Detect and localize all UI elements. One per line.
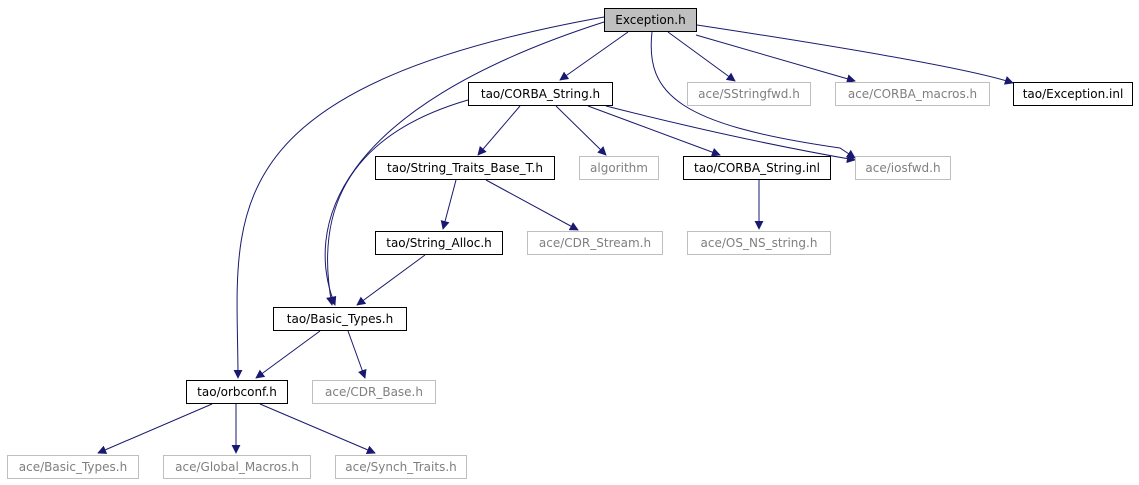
node-tao-corba-string-h[interactable]: tao/CORBA_String.h — [468, 82, 613, 106]
edge-basic-types-h-to-orbconf-h — [255, 330, 321, 379]
node-tao-string-alloc-h[interactable]: tao/String_Alloc.h — [375, 231, 503, 255]
node-ace-cdr-base-h: ace/CDR_Base.h — [312, 380, 436, 404]
node-ace-iosfwd-h: ace/iosfwd.h — [855, 156, 951, 180]
node-tao-orbconf-h[interactable]: tao/orbconf.h — [186, 380, 288, 404]
edge-corba-string-h-to-basic-types-h — [326, 99, 469, 306]
node-exception-h: Exception.h — [604, 8, 697, 32]
edge-orbconf-h-to-ace-basic-types-h — [97, 403, 213, 454]
node-ace-sstringfwd-h: ace/SStringfwd.h — [687, 82, 811, 106]
node-tao-string-traits-base-t-h[interactable]: tao/String_Traits_Base_T.h — [375, 156, 555, 180]
edge-exception-h-to-sstringfwd-h — [667, 31, 736, 82]
edge-string-traits-base-t-h-to-cdr-stream-h — [485, 179, 579, 231]
edge-orbconf-h-to-synch-traits-h — [259, 403, 376, 454]
node-tao-basic-types-h[interactable]: tao/Basic_Types.h — [273, 307, 407, 331]
edge-corba-string-h-to-algorithm — [555, 105, 607, 156]
node-ace-cdr-stream-h: ace/CDR_Stream.h — [527, 231, 663, 255]
node-ace-synch-traits-h: ace/Synch_Traits.h — [335, 455, 467, 479]
node-ace-os-ns-string-h: ace/OS_NS_string.h — [687, 231, 831, 255]
edge-string-alloc-h-to-basic-types-h — [356, 254, 426, 306]
edge-corba-string-h-to-string-traits-base-t-h — [477, 105, 521, 156]
edge-corba-string-h-to-iosfwd-h — [605, 105, 856, 164]
edge-exception-h-to-orbconf-h — [233, 16, 605, 379]
node-tao-exception-inl[interactable]: tao/Exception.inl — [1013, 82, 1133, 106]
edge-exception-h-to-corba-macros-h — [695, 34, 856, 84]
node-ace-basic-types-h: ace/Basic_Types.h — [7, 455, 139, 479]
node-tao-corba-string-inl[interactable]: tao/CORBA_String.inl — [683, 156, 831, 180]
edge-string-traits-base-t-h-to-string-alloc-h — [440, 179, 457, 230]
node-ace-global-macros-h: ace/Global_Macros.h — [163, 455, 311, 479]
edge-exception-h-to-corba-string-h — [559, 31, 629, 81]
node-algorithm: algorithm — [579, 156, 659, 180]
edge-exception-h-to-exception-inl — [696, 24, 1014, 85]
node-ace-corba-macros-h: ace/CORBA_macros.h — [835, 82, 990, 106]
edge-corba-string-h-to-corba-string-inl — [587, 105, 721, 157]
edge-exception-h-to-iosfwd-h — [650, 31, 856, 159]
edge-basic-types-h-to-cdr-base-h — [347, 330, 367, 379]
